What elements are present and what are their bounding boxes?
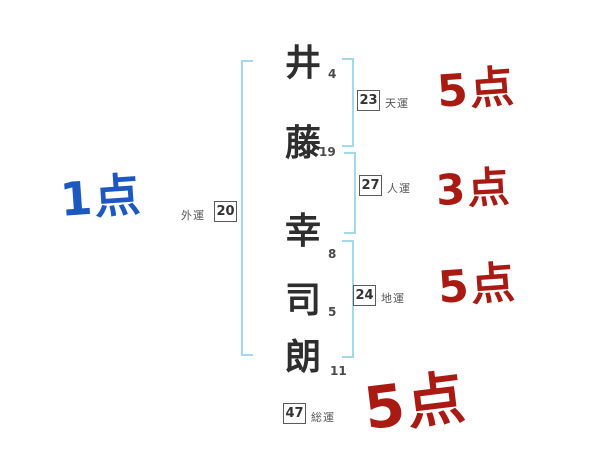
total-luck-label: 総運: [311, 411, 335, 424]
total-luck-value: 47: [283, 403, 306, 424]
heaven-luck-value: 23: [357, 90, 380, 111]
stroke-count-5: 11: [330, 364, 347, 378]
stroke-count-1: 4: [328, 67, 337, 81]
name-char-1: 井: [284, 43, 321, 84]
outer-luck-value: 20: [214, 201, 237, 222]
name-char-4: 司: [284, 280, 321, 321]
earth-luck-score: 5点: [436, 257, 519, 314]
person-luck-bracket: [344, 152, 356, 234]
person-luck-score: 3点: [434, 162, 513, 215]
outer-luck-label: 外運: [181, 209, 205, 222]
total-luck-score: 5点: [360, 363, 471, 443]
heaven-luck-score: 5点: [435, 61, 518, 118]
outer-luck-score: 1点: [58, 167, 144, 227]
person-luck-label: 人運: [387, 182, 411, 195]
stroke-count-4: 5: [328, 305, 337, 319]
person-luck-value: 27: [359, 175, 382, 196]
earth-luck-value: 24: [353, 285, 376, 306]
name-char-3: 幸: [284, 211, 321, 252]
heaven-luck-label: 天運: [385, 97, 409, 110]
name-char-5: 朗: [284, 337, 321, 378]
outer-luck-bracket: [241, 60, 253, 356]
stroke-count-2: 19: [319, 145, 336, 159]
heaven-luck-bracket: [342, 58, 354, 147]
name-char-2: 藤: [284, 123, 321, 164]
stroke-count-3: 8: [328, 247, 337, 261]
earth-luck-label: 地運: [381, 292, 405, 305]
